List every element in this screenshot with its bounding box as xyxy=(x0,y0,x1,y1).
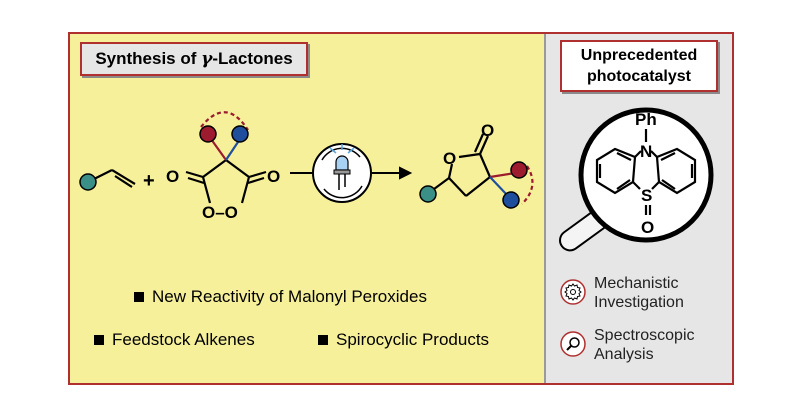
photocatalyst-title: Unprecedented photocatalyst xyxy=(560,40,718,92)
reaction-arrow xyxy=(290,166,413,180)
lactone-product-structure xyxy=(429,133,534,205)
feature-mechanistic: Mechanistic Investigation xyxy=(594,275,684,311)
malonyl-peroxide-structure xyxy=(185,111,267,204)
product-teal-dot xyxy=(419,185,437,203)
plus-sign: + xyxy=(143,170,155,192)
catalyst-ph-label: Ph xyxy=(635,110,657,129)
product-ring-oxygen: O xyxy=(443,149,456,168)
gear-icon xyxy=(560,279,586,305)
bullet-spirocyclic-products: Spirocyclic Products xyxy=(318,330,489,350)
magnifier-icon xyxy=(559,107,714,252)
product-carbonyl-oxygen: O xyxy=(481,121,494,140)
phenothiazine-structure xyxy=(595,129,697,215)
peroxide-oxygen-right: O xyxy=(267,167,280,186)
search-icon xyxy=(560,331,586,357)
catalyst-o-label: O xyxy=(641,218,654,237)
peroxide-oxygen-left: O xyxy=(166,167,179,186)
peroxide-red-dot xyxy=(199,125,217,143)
product-blue-dot xyxy=(502,191,520,209)
alkene-substituent-dot xyxy=(79,173,97,191)
bullet-feedstock-alkenes: Feedstock Alkenes xyxy=(94,330,255,350)
led-icon xyxy=(329,144,355,190)
feature-spectroscopic: Spectroscopic Analysis xyxy=(594,327,695,363)
peroxide-oo-label: O–O xyxy=(202,203,238,222)
synthesis-title: Synthesis of γ-Lactones xyxy=(80,42,308,76)
catalyst-s-label: S xyxy=(641,186,652,205)
bullet-square-icon xyxy=(318,335,328,345)
product-red-dot xyxy=(510,161,528,179)
bullet-square-icon xyxy=(134,292,144,302)
bullet-square-icon xyxy=(94,335,104,345)
catalyst-n-label: N xyxy=(640,142,652,161)
bullet-new-reactivity: New Reactivity of Malonyl Peroxides xyxy=(134,287,427,307)
cycle-arrows xyxy=(321,147,363,199)
peroxide-blue-dot xyxy=(231,125,249,143)
